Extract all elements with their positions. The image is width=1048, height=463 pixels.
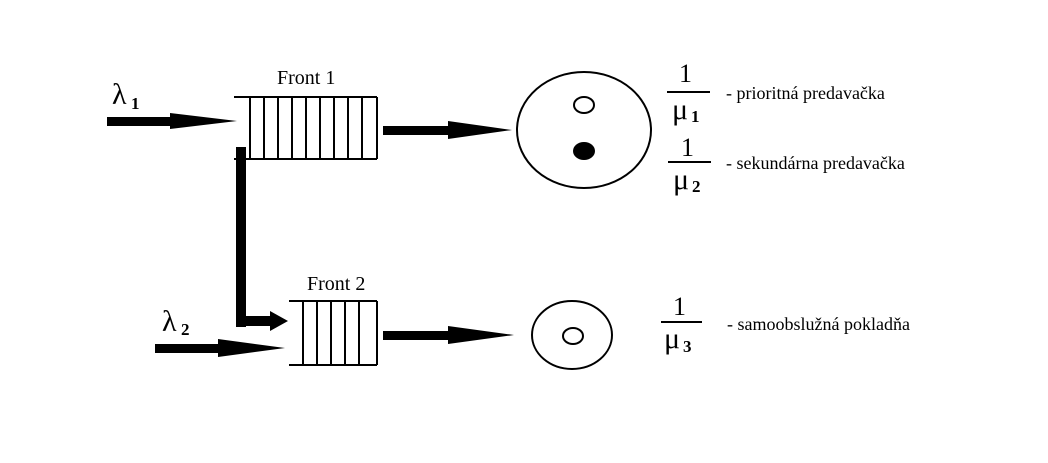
arrival-2-symbol: λ [162, 305, 177, 338]
server-1-marker-hollow [573, 96, 595, 114]
queue-front-1: Front 1 [234, 67, 378, 160]
arrival-2-arrow [155, 339, 285, 357]
rate-mu-1: 1 μ 1 - prioritná predavačka [667, 59, 885, 126]
server-group-2 [531, 300, 613, 370]
server-3-description: - samoobslužná pokladňa [727, 314, 910, 334]
arrival-lambda-1: λ 1 [107, 78, 237, 129]
rate-3-numerator: 1 [673, 292, 686, 321]
arrival-1-arrow [107, 113, 237, 129]
arrival-1-subscript: 1 [131, 94, 140, 113]
queue-1-label: Front 1 [277, 67, 335, 89]
rate-1-numerator: 1 [679, 59, 692, 88]
rate-2-symbol: μ [673, 163, 689, 196]
rate-mu-2: 1 μ 2 - sekundárna predavačka [668, 133, 905, 196]
rate-mu-3: 1 μ 3 - samoobslužná pokladňa [661, 292, 910, 356]
rate-2-numerator: 1 [681, 133, 694, 162]
rate-2-subscript: 2 [692, 177, 701, 196]
queue-2-box [289, 300, 378, 366]
queue-2-to-server-arrow [383, 326, 514, 344]
server-3-marker-hollow [562, 327, 584, 345]
arrival-2-subscript: 2 [181, 320, 190, 339]
rate-1-symbol: μ [672, 93, 688, 126]
server-1-description: - prioritná predavačka [726, 83, 885, 103]
server-group-1 [516, 71, 652, 189]
rate-3-symbol: μ [664, 322, 680, 355]
rate-1-subscript: 1 [691, 107, 700, 126]
queue-2-label: Front 2 [307, 273, 365, 295]
queue-1-to-server-arrow [383, 121, 512, 139]
rate-3-subscript: 3 [683, 337, 692, 356]
arrival-lambda-2: λ 2 [155, 305, 285, 357]
queue-1-box [234, 96, 378, 160]
queue-front-2: Front 2 [289, 273, 378, 366]
server-2-description: - sekundárna predavačka [726, 153, 905, 173]
arrival-1-symbol: λ [112, 78, 127, 111]
server-2-marker-filled [573, 142, 595, 160]
overflow-path [236, 147, 288, 331]
